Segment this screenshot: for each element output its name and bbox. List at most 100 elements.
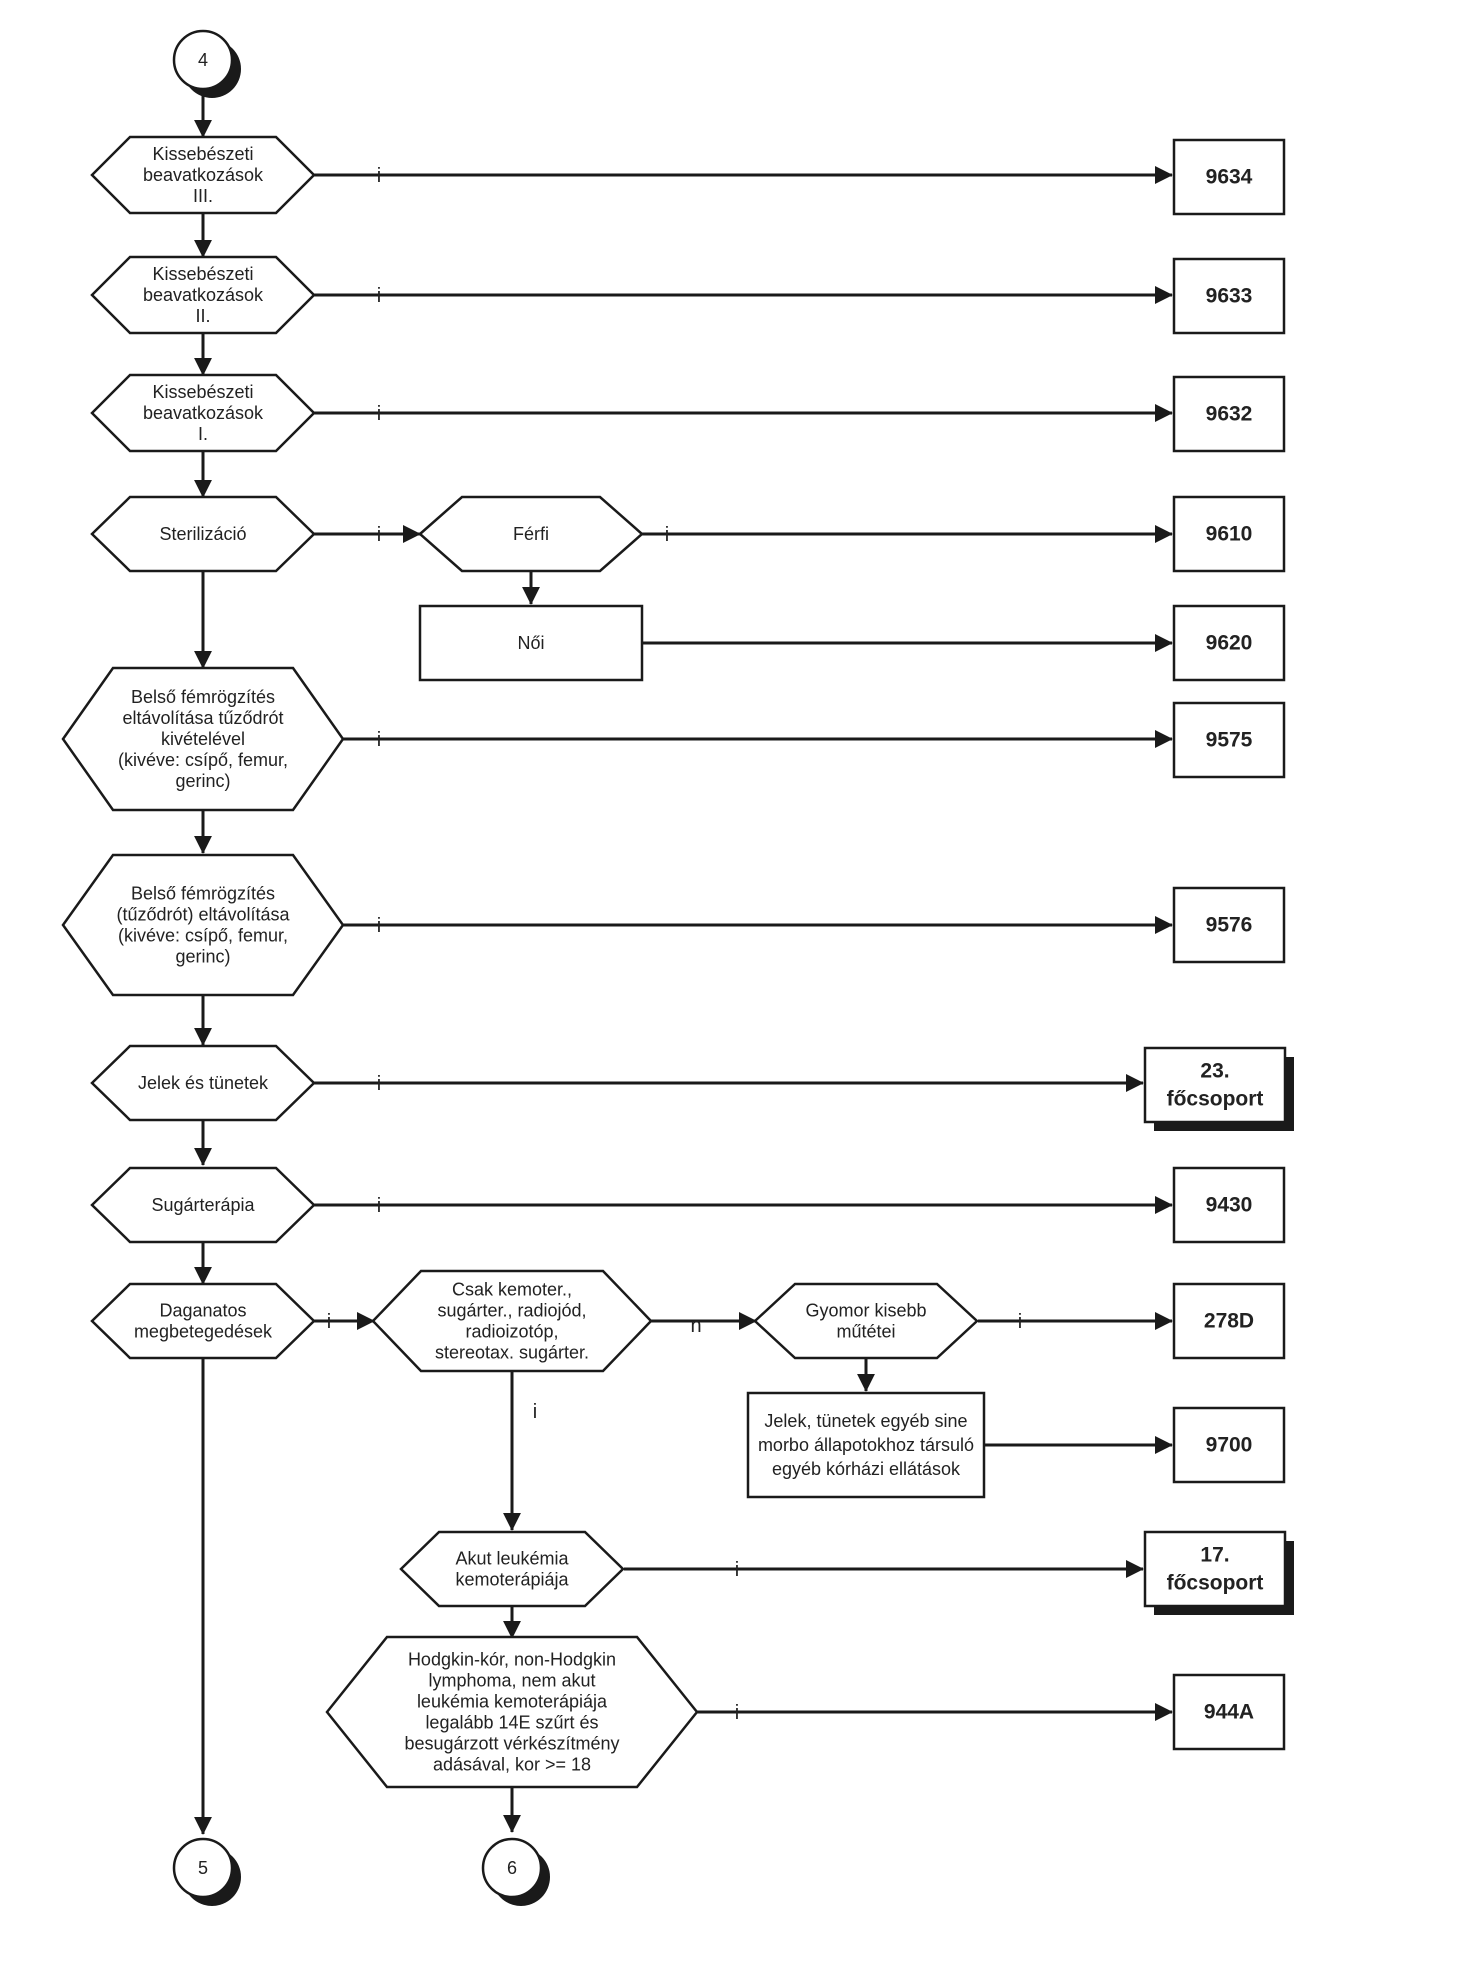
outcome-9700: 9700	[1172, 1406, 1286, 1484]
decision-daganatos-shape	[90, 1282, 316, 1360]
edge-label-yes: i	[327, 1311, 331, 1333]
outcome-9632-line: 9632	[1206, 403, 1253, 426]
edge-label-yes: i	[377, 1073, 381, 1095]
edge-label-yes: i	[377, 285, 381, 307]
decision-gyomor-shape	[753, 1282, 979, 1360]
outcome-9576-shape	[1172, 886, 1286, 964]
edge-label-yes: i	[377, 1195, 381, 1217]
decision-kissebeszeti-ii-line: beavatkozások	[143, 285, 264, 305]
outcome-9700-shape	[1172, 1406, 1286, 1484]
outcome-278D: 278D	[1172, 1282, 1286, 1360]
decision-femrogzites-1-line: gerinc)	[175, 771, 230, 791]
outcome-9576: 9576	[1172, 886, 1286, 964]
decision-csak-kemoter-line: radioizotóp,	[465, 1322, 558, 1342]
process-noi-shape	[418, 604, 644, 682]
outcome-9633-shape	[1172, 257, 1286, 335]
decision-hodgkin-line: lymphoma, nem akut	[428, 1671, 595, 1691]
decision-kissebeszeti-iii-line: Kissebészeti	[152, 144, 253, 164]
decision-femrogzites-2-line: (tűződrót) eltávolítása	[116, 905, 290, 925]
outcome-944A-line: 944A	[1204, 1701, 1254, 1724]
outcome-9430: 9430	[1172, 1166, 1286, 1244]
decision-kissebeszeti-ii-shape	[90, 255, 316, 335]
decision-hodgkin-line: besugárzott vérkészítmény	[404, 1734, 619, 1754]
outcome-17-focsoport: 17.főcsoport	[1143, 1530, 1294, 1615]
outcome-9610: 9610	[1172, 495, 1286, 573]
connector-6-shape	[481, 1837, 543, 1899]
connector-5-label: 5	[198, 1858, 208, 1878]
edge-labels: i i i i i i i i i i n i i i i	[327, 165, 1022, 1724]
flow-lines	[194, 94, 1173, 1835]
process-jelek-sine-morbo-line: morbo állapotokhoz társuló	[758, 1435, 974, 1455]
decision-ferfi: Férfi	[418, 495, 644, 573]
decision-hodgkin-shape	[325, 1635, 699, 1789]
decision-femrogzites-2-shape	[61, 853, 345, 997]
outcome-9610-line: 9610	[1206, 523, 1253, 546]
outcome-23-focsoport-line: 23.	[1200, 1060, 1229, 1083]
outcome-23-focsoport-line: főcsoport	[1167, 1088, 1264, 1111]
edge-label-yes: i	[377, 524, 381, 546]
decision-femrogzites-2: Belső fémrögzítés(tűződrót) eltávolítása…	[61, 853, 345, 997]
outcome-9575: 9575	[1172, 701, 1286, 779]
outcome-17-focsoport-shape	[1143, 1530, 1287, 1608]
decision-jelek-tunetek: Jelek és tünetek	[90, 1044, 316, 1122]
connector-4-label: 4	[198, 50, 208, 70]
decision-kissebeszeti-ii-line: Kissebészeti	[152, 264, 253, 284]
outcome-944A-shape	[1172, 1673, 1286, 1751]
decision-femrogzites-1-line: eltávolítása tűződrót	[122, 708, 283, 728]
edge-label-yes: i	[1018, 1311, 1022, 1333]
connector-4: 4	[172, 29, 241, 98]
decision-gyomor-line: Gyomor kisebb	[805, 1301, 926, 1321]
decision-hodgkin-line: adásával, kor >= 18	[433, 1755, 591, 1775]
decision-daganatos-line: megbetegedések	[134, 1322, 273, 1342]
connector-6: 6	[481, 1837, 550, 1906]
process-jelek-sine-morbo-line: Jelek, tünetek egyéb sine	[764, 1411, 967, 1431]
decision-femrogzites-1-shape	[61, 666, 345, 812]
outcome-9620-shape	[1172, 604, 1286, 682]
decision-sterilizacio-shape	[90, 495, 316, 573]
decision-gyomor-line: műtétei	[836, 1322, 895, 1342]
outcome-9632-shape	[1172, 375, 1286, 453]
decision-sterilizacio: Sterilizáció	[90, 495, 316, 573]
edge-label-yes: i	[377, 729, 381, 751]
decision-femrogzites-1-line: kivételével	[161, 729, 245, 749]
connector-5-shape	[172, 1837, 234, 1899]
decision-kissebeszeti-iii-shape	[90, 135, 316, 215]
outcome-9575-shape	[1172, 701, 1286, 779]
decision-kissebeszeti-i-line: Kissebészeti	[152, 382, 253, 402]
edge-label-yes: i	[665, 524, 669, 546]
outcome-9634-line: 9634	[1206, 166, 1253, 189]
process-jelek-sine-morbo-line: egyéb kórházi ellátások	[772, 1459, 961, 1479]
decision-femrogzites-2-line: (kivéve: csípő, femur,	[118, 926, 288, 946]
decision-kissebeszeti-i-line: beavatkozások	[143, 403, 264, 423]
decision-csak-kemoter-line: sugárter., radiojód,	[437, 1301, 586, 1321]
decision-sugarterapia-shape	[90, 1166, 316, 1244]
decision-csak-kemoter-shape	[371, 1269, 653, 1373]
decision-kissebeszeti-i-shape	[90, 373, 316, 453]
decision-ferfi-line: Férfi	[513, 524, 549, 544]
process-jelek-sine-morbo-shape	[746, 1391, 986, 1499]
outcome-9700-line: 9700	[1206, 1434, 1253, 1457]
decision-hodgkin-line: Hodgkin-kór, non-Hodgkin	[408, 1650, 616, 1670]
decision-hodgkin-line: leukémia kemoterápiája	[417, 1692, 608, 1712]
outcome-17-focsoport-line: főcsoport	[1167, 1572, 1264, 1595]
outcome-944A: 944A	[1172, 1673, 1286, 1751]
decision-kissebeszeti-i-line: I.	[198, 424, 208, 444]
decision-sugarterapia-line: Sugárterápia	[151, 1195, 255, 1215]
outcome-9633-line: 9633	[1206, 285, 1253, 308]
edge-label-yes: i	[377, 165, 381, 187]
outcome-9620-line: 9620	[1206, 632, 1253, 655]
outcome-9576-line: 9576	[1206, 914, 1253, 937]
decision-jelek-tunetek-line: Jelek és tünetek	[138, 1073, 269, 1093]
outcome-278D-line: 278D	[1204, 1310, 1254, 1333]
decision-akut-leukemia-shape	[399, 1530, 625, 1608]
decision-femrogzites-2-line: gerinc)	[175, 947, 230, 967]
outcome-23-focsoport-shape	[1143, 1046, 1287, 1124]
